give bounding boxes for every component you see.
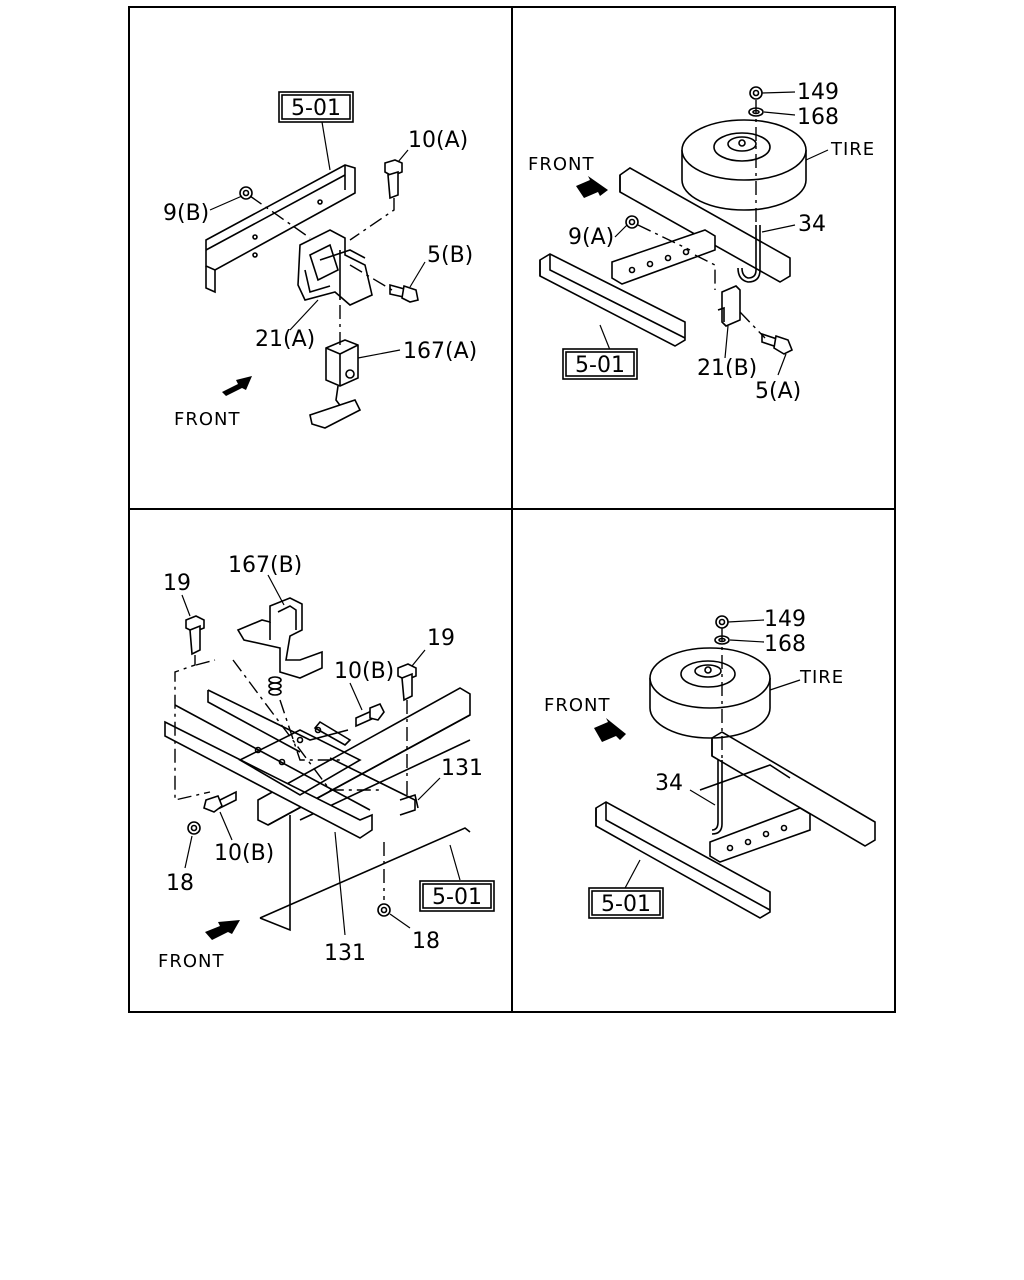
label-5b: 5(B) (427, 243, 473, 268)
label-18-bottom: 18 (412, 929, 440, 954)
label-168: 168 (797, 105, 839, 130)
label-168: 168 (764, 632, 806, 657)
frame-rails (595, 731, 876, 919)
nut-149 (749, 86, 763, 100)
panel-top-right: 5-01 149 168 TIRE FRONT 34 9(A) 21(B) 5(… (528, 80, 875, 404)
label-10a: 10(A) (408, 128, 468, 153)
label-front: FRONT (528, 154, 595, 175)
bolt-10a (384, 159, 403, 200)
nut-18-left (187, 821, 201, 835)
bolt-19-left (185, 615, 205, 656)
svg-text:5-01: 5-01 (575, 353, 625, 378)
label-18-left: 18 (166, 871, 194, 896)
label-167b: 167(B) (228, 553, 302, 578)
panel-bottom-right: 5-01 149 168 TIRE FRONT 34 (544, 607, 876, 919)
bolt-10b-bottom (203, 790, 237, 813)
panel-bottom-left: 5-01 167(B) 19 19 10(B) 131 18 10(B) 131… (158, 553, 495, 972)
label-front: FRONT (158, 951, 225, 972)
ref-box-5-01: 5-01 (588, 887, 664, 919)
spare-tire (649, 647, 771, 739)
nut-9b (239, 186, 253, 200)
label-tire: TIRE (830, 139, 875, 160)
nut-149 (715, 615, 729, 629)
ref-box-5-01: 5-01 (562, 348, 638, 380)
label-10b-bottom: 10(B) (214, 841, 274, 866)
frame-rail (205, 164, 356, 294)
ref-box-5-01: 5-01 (278, 91, 354, 123)
label-9a: 9(A) (568, 225, 614, 250)
front-arrow-icon (576, 176, 608, 198)
label-149: 149 (797, 80, 839, 105)
label-149: 149 (764, 607, 806, 632)
nut-18-bottom (377, 903, 391, 917)
label-21a: 21(A) (255, 327, 315, 352)
label-9b: 9(B) (163, 201, 209, 226)
front-arrow-icon (205, 920, 240, 940)
label-19-right: 19 (427, 626, 455, 651)
bolt-5a (761, 332, 794, 355)
bolt-5b (389, 283, 419, 303)
label-131-bottom: 131 (324, 941, 366, 966)
front-arrow-icon (594, 718, 626, 742)
label-5a: 5(A) (755, 379, 801, 404)
label-167a: 167(A) (403, 339, 477, 364)
label-21b: 21(B) (697, 356, 757, 381)
spare-tire (681, 119, 807, 211)
label-34: 34 (798, 212, 826, 237)
frame-rails (539, 167, 791, 347)
latch-167a (309, 339, 362, 429)
label-tire: TIRE (799, 667, 844, 688)
bolt-19-right (397, 663, 417, 702)
diagram-frame (128, 6, 896, 1013)
hook-34 (737, 225, 761, 283)
front-arrow-icon (222, 376, 252, 396)
panel-top-left: 5-01 10(A) 9(B) 5(B) 21(A) 167(A) FRONT (163, 91, 477, 430)
svg-text:5-01: 5-01 (432, 885, 482, 910)
label-10b-top: 10(B) (334, 659, 394, 684)
label-19-left: 19 (163, 571, 191, 596)
rail-131 (164, 689, 419, 839)
bolt-10b-top (355, 702, 385, 728)
bracket-21a (297, 229, 373, 306)
label-front: FRONT (174, 409, 241, 430)
label-front: FRONT (544, 695, 611, 716)
nut-9a (625, 215, 639, 229)
svg-text:5-01: 5-01 (291, 96, 341, 121)
latch-167b (236, 597, 323, 696)
hook-34 (711, 760, 723, 835)
label-34: 34 (655, 771, 683, 796)
label-131-right: 131 (441, 756, 483, 781)
svg-text:5-01: 5-01 (601, 892, 651, 917)
bracket-21b (717, 285, 741, 327)
ref-box-5-01: 5-01 (419, 880, 495, 912)
